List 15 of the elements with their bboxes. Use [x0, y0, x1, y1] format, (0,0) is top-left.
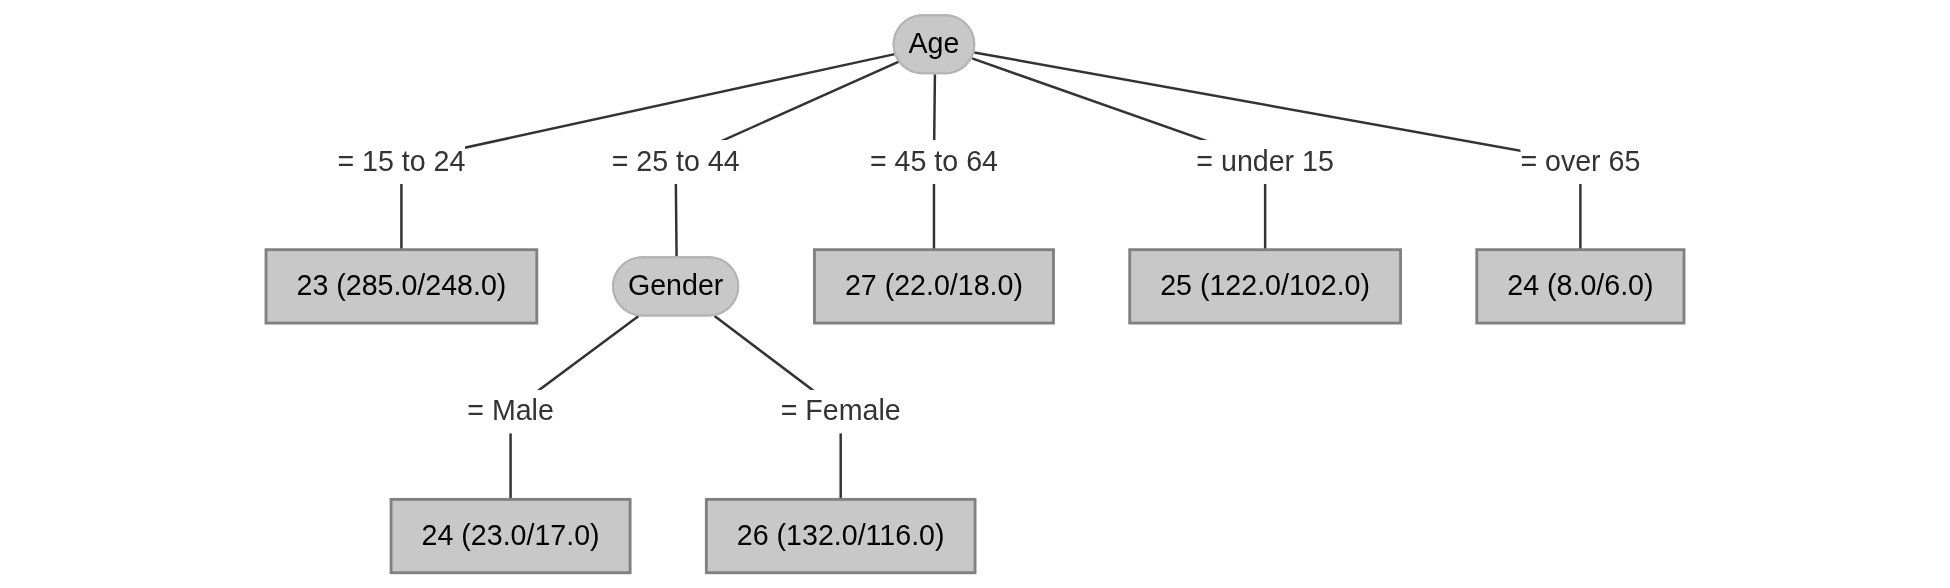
edge-label: = Female	[780, 393, 901, 426]
edge-label: = 15 to 24	[337, 143, 466, 177]
node-box: 27 (22.0/18.0)	[813, 248, 1055, 325]
edge-label: = under 15	[1196, 143, 1334, 177]
node-box: 24 (8.0/6.0)	[1475, 248, 1686, 325]
node-box: 24 (23.0/17.0)	[389, 497, 632, 575]
edge-label: = Male	[467, 393, 554, 426]
connector	[400, 52, 897, 250]
edge-label: = over 65	[1520, 143, 1641, 177]
node-box: 25 (122.0/102.0)	[1128, 248, 1402, 325]
edge-label: = 45 to 64	[869, 143, 998, 177]
edge-label: = 25 to 44	[611, 143, 740, 177]
connector	[974, 51, 1582, 250]
node-box: 23 (285.0/248.0)	[264, 248, 539, 325]
node-box: 26 (132.0/116.0)	[704, 497, 977, 575]
